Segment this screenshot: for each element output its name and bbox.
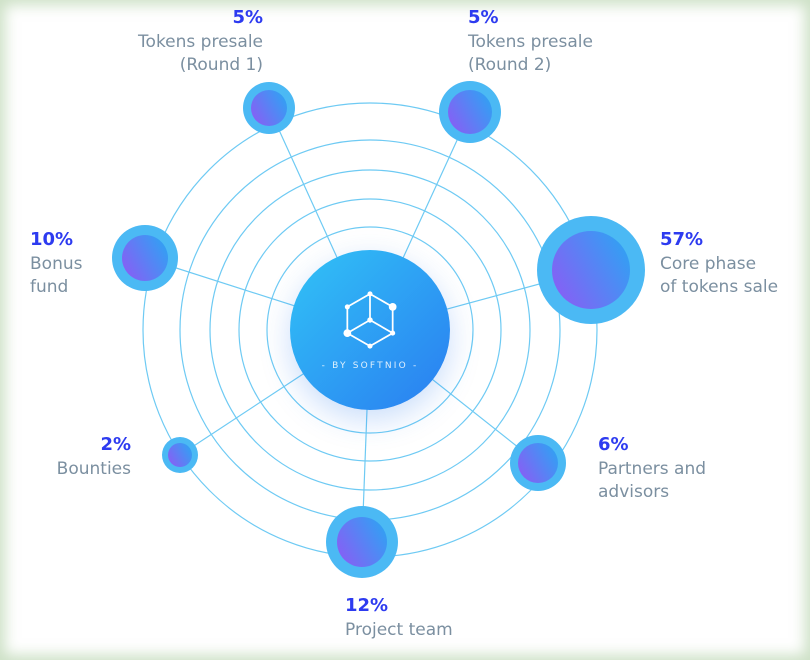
pct-partners: 6% <box>598 434 629 455</box>
label-line: Tokens presale <box>468 32 593 52</box>
pct-project-team: 12% <box>345 595 389 616</box>
node-project-team-fill <box>337 517 387 567</box>
label-line: Project team <box>345 620 453 640</box>
node-bounties <box>162 437 198 473</box>
pct-bounties: 2% <box>100 434 131 455</box>
label-line: fund <box>30 277 69 297</box>
label-line: Bounties <box>56 459 131 479</box>
label-line: Bonus <box>30 254 83 274</box>
label-line: Tokens presale <box>138 32 263 52</box>
node-presale-round-2 <box>439 81 501 143</box>
label-line: Partners and <box>598 459 707 479</box>
center-caption: - BY SOFTNIO - <box>321 361 419 371</box>
pct-bonus-fund: 10% <box>30 229 74 250</box>
node-presale-round-2-fill <box>448 90 492 134</box>
label-project-team: 12% Project team <box>345 594 453 642</box>
label-partners: 6% Partners and advisors <box>598 433 706 504</box>
orbit-ring <box>266 226 474 434</box>
label-bounties: 2% Bounties <box>21 433 131 481</box>
label-line: advisors <box>598 482 670 502</box>
node-core-phase-fill <box>552 231 630 309</box>
label-line: (Round 2) <box>468 55 552 75</box>
hexagon-network-icon <box>343 291 397 349</box>
node-bounties-fill <box>168 443 192 467</box>
pct-presale-round-1: 5% <box>232 7 263 28</box>
center-logo-circle: - BY SOFTNIO - <box>290 250 450 410</box>
orbit-ring <box>209 169 531 491</box>
node-bonus-fund <box>112 225 178 291</box>
node-presale-round-1-fill <box>251 90 287 126</box>
label-line: Core phase <box>660 254 757 274</box>
label-bonus-fund: 10% Bonus fund <box>30 228 82 299</box>
label-presale-round-1: 5% Tokens presale (Round 1) <box>83 6 263 77</box>
node-project-team <box>326 506 398 578</box>
label-core-phase: 57% Core phase of tokens sale <box>660 228 778 299</box>
label-line: of tokens sale <box>660 277 779 297</box>
node-bonus-fund-fill <box>122 235 168 281</box>
node-partners <box>510 435 566 491</box>
label-presale-round-2: 5% Tokens presale (Round 2) <box>468 6 593 77</box>
node-presale-round-1 <box>243 82 295 134</box>
node-core-phase <box>537 216 645 324</box>
pct-presale-round-2: 5% <box>468 7 499 28</box>
node-partners-fill <box>518 443 558 483</box>
orbit-ring <box>238 198 502 462</box>
label-line: (Round 1) <box>179 55 263 75</box>
pct-core-phase: 57% <box>660 229 704 250</box>
